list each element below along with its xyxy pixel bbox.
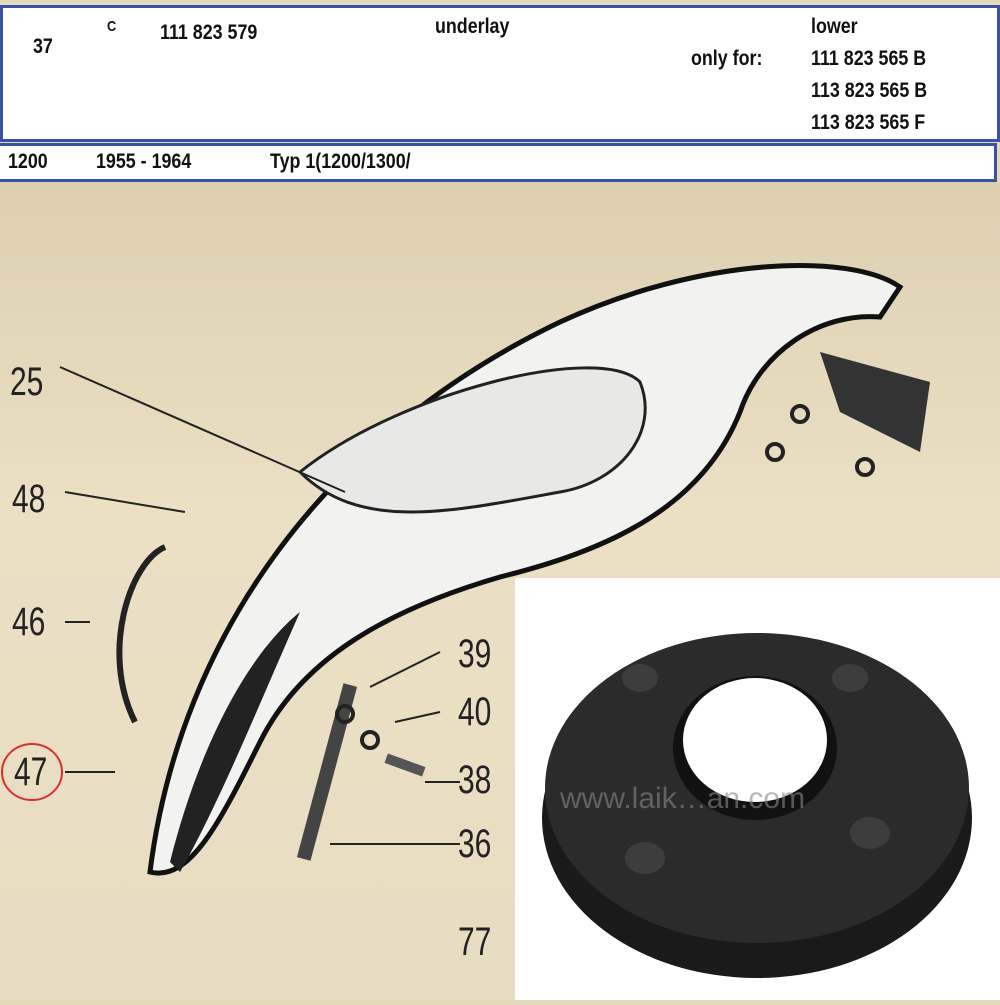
vehicle-type: Typ 1(1200/1300/ <box>270 150 411 173</box>
product-photo: www.laik…an.com <box>515 578 1000 1000</box>
callout-label: 46 <box>12 600 46 644</box>
callout-label-highlighted: 47 <box>14 750 48 794</box>
callout-label: 36 <box>458 822 492 866</box>
fender-drawing <box>1 262 930 876</box>
callout-label: 40 <box>458 690 492 734</box>
engine: 1200 <box>8 150 48 173</box>
applies-to-item: 113 823 565 B <box>811 79 928 102</box>
callout-label: 25 <box>10 360 44 404</box>
years: 1955 - 1964 <box>96 150 192 173</box>
part-row: 37 C 111 823 579 underlay lower only for… <box>0 5 1000 142</box>
callout-label: 39 <box>458 632 492 676</box>
applies-to-item: 111 823 565 B <box>811 47 927 70</box>
part-number: 111 823 579 <box>160 21 258 44</box>
watermark: www.laik…an.com <box>559 782 805 815</box>
highlight-circle <box>1 743 63 801</box>
part-code: C <box>107 18 117 35</box>
model-row: 1200 1955 - 1964 Typ 1(1200/1300/ <box>0 143 997 182</box>
only-for-label: only for: <box>691 47 763 70</box>
callout-label: 77 <box>458 920 492 964</box>
washer-image: www.laik…an.com <box>542 633 972 978</box>
part-note: lower <box>811 15 858 38</box>
applies-to-item: 113 823 565 F <box>811 111 926 134</box>
callout-label: 48 <box>12 477 46 521</box>
position-number: 37 <box>33 35 53 58</box>
callout-label: 38 <box>458 758 492 802</box>
part-description: underlay <box>435 15 510 38</box>
